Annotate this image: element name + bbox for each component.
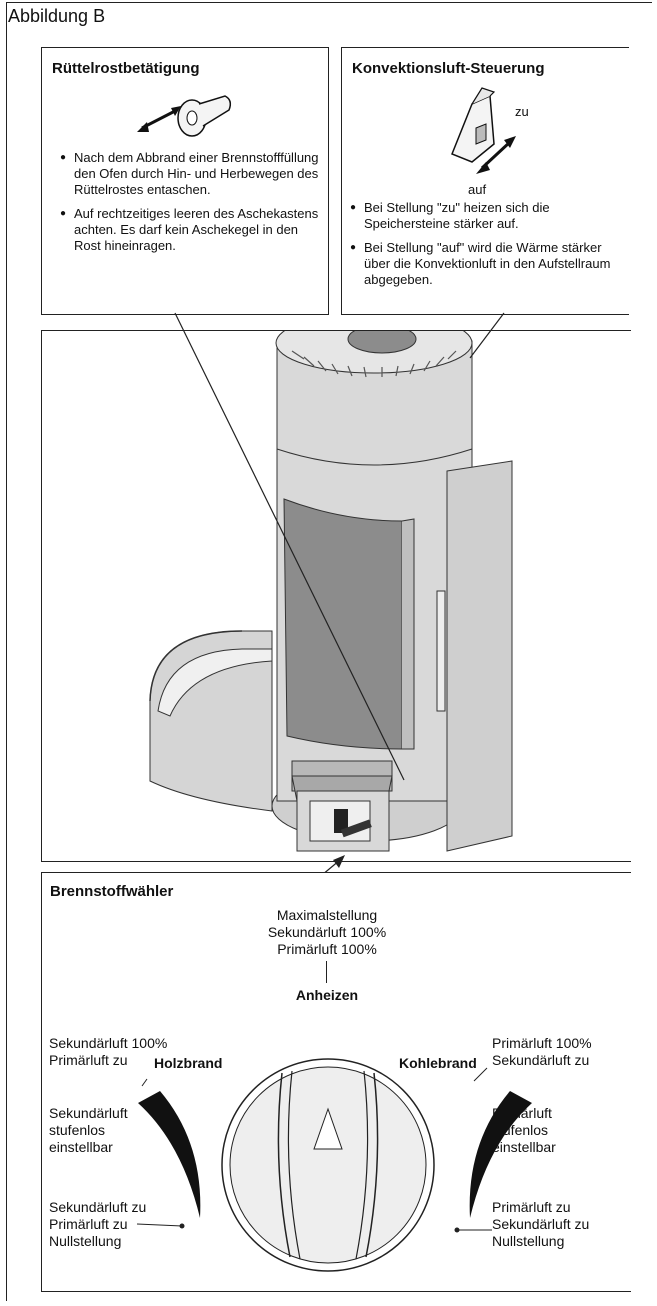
max-label: Maximalstellung Sekundärluft 100% Primär… [202, 907, 452, 958]
konvektion-bullet: Bei Stellung "zu" heizen sich die Speich… [350, 200, 625, 232]
brennstoff-title: Brennstoffwähler [50, 883, 174, 900]
ruettel-bullet: Auf rechtzeitiges leeren des Aschekasten… [60, 206, 320, 254]
anheizen-tick [326, 961, 327, 983]
label-line: Sekundärluft 100% [49, 1035, 168, 1051]
ruettel-box: Rüttelrostbetätigung Nach dem Abbrand ei… [41, 47, 329, 315]
dial-diagram [136, 1058, 532, 1272]
left-top-label: Sekundärluft 100% Primärluft zu [49, 1035, 167, 1069]
ruettel-title: Rüttelrostbetätigung [52, 60, 200, 77]
label-line: Primärluft 100% [492, 1035, 592, 1051]
label-line: Nullstellung [492, 1233, 565, 1249]
label-line: einstellbar [492, 1139, 556, 1155]
label-zu: zu [515, 104, 529, 119]
label-line: Sekundärluft [49, 1105, 128, 1121]
label-line: Nullstellung [49, 1233, 122, 1249]
max-label-line: Maximalstellung [276, 907, 378, 923]
left-bot-label: Sekundärluft zu Primärluft zu Nullstellu… [49, 1199, 146, 1250]
konvektion-lever-icon [451, 87, 516, 174]
left-mid-label: Sekundärluft stufenlos einstellbar [49, 1105, 128, 1156]
konvektion-title: Konvektionsluft-Steuerung [352, 60, 545, 77]
label-line: stufenlos [49, 1122, 106, 1138]
label-line: einstellbar [49, 1139, 113, 1155]
holzbrand-label: Holzbrand [154, 1055, 223, 1071]
label-line: Primärluft zu [49, 1216, 128, 1232]
anheizen-label: Anheizen [295, 987, 359, 1003]
max-label-line: Sekundärluft 100% [267, 924, 387, 940]
ruettel-bullet: Nach dem Abbrand einer Brennstofffüllung… [60, 150, 320, 198]
stove-box [41, 330, 631, 862]
label-line: Sekundärluft zu [492, 1216, 590, 1232]
konvektion-bullets: Bei Stellung "zu" heizen sich die Speich… [350, 200, 625, 296]
label-line: Primärluft zu [492, 1199, 571, 1215]
label-line: Primärluft zu [49, 1052, 128, 1068]
ruettel-handle-icon [137, 95, 232, 137]
ruettel-bullets: Nach dem Abbrand einer Brennstofffüllung… [60, 150, 320, 262]
max-label-line: Primärluft 100% [277, 941, 377, 957]
label-line: Sekundärluft zu [49, 1199, 147, 1215]
right-bot-label: Primärluft zu Sekundärluft zu Nullstellu… [492, 1199, 589, 1250]
label-auf: auf [468, 182, 487, 197]
dial-pointer-icon [313, 1107, 343, 1150]
figure-title: Abbildung B [8, 6, 106, 26]
label-line: Sekundärluft zu [492, 1052, 590, 1068]
konvektion-box: Konvektionsluft-Steuerung zu auf Bei Ste… [341, 47, 629, 315]
kohlebrand-label: Kohlebrand [399, 1055, 477, 1071]
right-top-label: Primärluft 100% Sekundärluft zu [492, 1035, 592, 1069]
konvektion-bullet: Bei Stellung "auf" wird die Wärme stärke… [350, 240, 625, 288]
figure-frame [6, 2, 652, 1301]
brennstoff-box: Brennstoffwähler Maximalstellung Sekundä… [41, 872, 631, 1292]
stove-illustration [149, 331, 513, 852]
